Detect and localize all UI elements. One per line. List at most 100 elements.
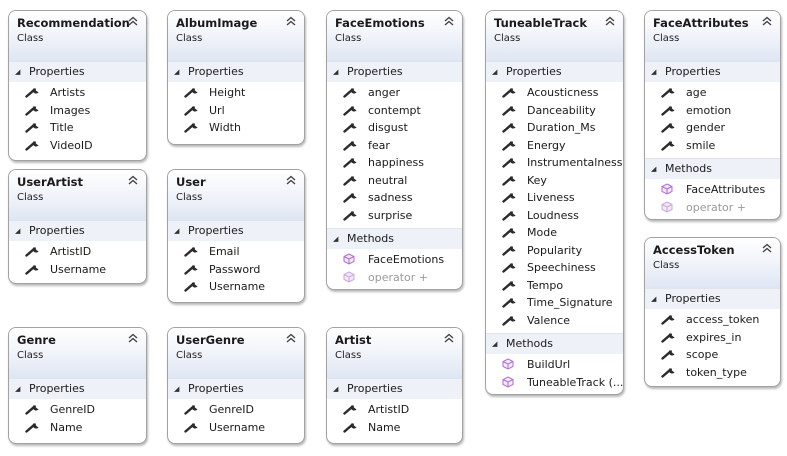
property-item[interactable]: Instrumentalness: [486, 154, 623, 172]
property-item[interactable]: Width: [168, 119, 304, 137]
properties-section-header[interactable]: ◢Properties: [645, 288, 780, 309]
methods-section-header[interactable]: ◢Methods: [327, 228, 462, 249]
property-item[interactable]: expires_in: [645, 329, 780, 347]
property-item[interactable]: neutral: [327, 172, 462, 190]
chevron-up-icon[interactable]: [761, 15, 773, 27]
property-item[interactable]: Name: [327, 419, 462, 437]
properties-section-header[interactable]: ◢Properties: [168, 220, 304, 241]
property-item[interactable]: token_type: [645, 364, 780, 382]
property-item[interactable]: Popularity: [486, 242, 623, 260]
property-item[interactable]: Artists: [9, 84, 146, 102]
properties-section-header[interactable]: ◢Properties: [327, 61, 462, 82]
property-item[interactable]: Height: [168, 84, 304, 102]
property-item[interactable]: Password: [168, 261, 304, 279]
property-item[interactable]: Title: [9, 119, 146, 137]
property-item[interactable]: scope: [645, 346, 780, 364]
triangle-down-icon[interactable]: ◢: [15, 227, 21, 235]
property-item[interactable]: smile: [645, 137, 780, 155]
chevron-up-icon[interactable]: [285, 332, 297, 344]
chevron-up-icon[interactable]: [285, 15, 297, 27]
chevron-up-icon[interactable]: [127, 174, 139, 186]
property-item[interactable]: GenreID: [9, 401, 146, 419]
property-item[interactable]: Danceability: [486, 102, 623, 120]
chevron-up-icon[interactable]: [127, 332, 139, 344]
triangle-down-icon[interactable]: ◢: [333, 385, 339, 393]
method-item[interactable]: FaceAttributes: [645, 181, 780, 199]
methods-section-header[interactable]: ◢Methods: [645, 158, 780, 179]
properties-section-header[interactable]: ◢Properties: [9, 378, 146, 399]
properties-section-header[interactable]: ◢Properties: [9, 220, 146, 241]
property-item[interactable]: Duration_Ms: [486, 119, 623, 137]
method-item[interactable]: operator +: [327, 269, 462, 287]
property-item[interactable]: Username: [168, 419, 304, 437]
triangle-down-icon[interactable]: ◢: [174, 385, 180, 393]
property-item[interactable]: Time_Signature: [486, 294, 623, 312]
method-item[interactable]: FaceEmotions: [327, 251, 462, 269]
properties-section-header[interactable]: ◢Properties: [168, 61, 304, 82]
chevron-up-icon[interactable]: [761, 242, 773, 254]
property-item[interactable]: GenreID: [168, 401, 304, 419]
triangle-down-icon[interactable]: ◢: [492, 68, 498, 76]
property-item[interactable]: surprise: [327, 207, 462, 225]
property-item[interactable]: Acousticness: [486, 84, 623, 102]
property-item[interactable]: age: [645, 84, 780, 102]
triangle-down-icon[interactable]: ◢: [651, 68, 657, 76]
properties-section-header[interactable]: ◢Properties: [645, 61, 780, 82]
triangle-down-icon[interactable]: ◢: [333, 235, 339, 243]
property-item[interactable]: Speechiness: [486, 259, 623, 277]
property-item[interactable]: emotion: [645, 102, 780, 120]
triangle-down-icon[interactable]: ◢: [174, 68, 180, 76]
property-item[interactable]: Username: [9, 261, 146, 279]
property-item[interactable]: Images: [9, 102, 146, 120]
property-item[interactable]: disgust: [327, 119, 462, 137]
property-item[interactable]: Energy: [486, 137, 623, 155]
triangle-down-icon[interactable]: ◢: [651, 295, 657, 303]
triangle-down-icon[interactable]: ◢: [651, 165, 657, 173]
chevron-up-icon[interactable]: [443, 15, 455, 27]
method-item[interactable]: operator +: [645, 199, 780, 217]
property-item[interactable]: gender: [645, 119, 780, 137]
property-item[interactable]: Valence: [486, 312, 623, 330]
triangle-down-icon[interactable]: ◢: [492, 340, 498, 348]
triangle-down-icon[interactable]: ◢: [333, 68, 339, 76]
chevron-up-icon[interactable]: [443, 332, 455, 344]
triangle-down-icon[interactable]: ◢: [15, 385, 21, 393]
property-item[interactable]: Name: [9, 419, 146, 437]
property-item[interactable]: ArtistID: [327, 401, 462, 419]
chevron-up-icon[interactable]: [285, 174, 297, 186]
property-item[interactable]: access_token: [645, 311, 780, 329]
property-item[interactable]: ArtistID: [9, 243, 146, 261]
property-item[interactable]: sadness: [327, 189, 462, 207]
chevron-up-icon[interactable]: [604, 15, 616, 27]
method-item[interactable]: BuildUrl: [486, 356, 623, 374]
triangle-down-icon[interactable]: ◢: [15, 68, 21, 76]
properties-section-header[interactable]: ◢Properties: [486, 61, 623, 82]
property-item[interactable]: Liveness: [486, 189, 623, 207]
property-item[interactable]: happiness: [327, 154, 462, 172]
property-item[interactable]: anger: [327, 84, 462, 102]
properties-section-header[interactable]: ◢Properties: [168, 378, 304, 399]
methods-section-header[interactable]: ◢Methods: [486, 333, 623, 354]
property-item[interactable]: fear: [327, 137, 462, 155]
properties-section-header[interactable]: ◢Properties: [9, 61, 146, 82]
property-item[interactable]: Key: [486, 172, 623, 190]
property-item[interactable]: Mode: [486, 224, 623, 242]
property-item[interactable]: Url: [168, 102, 304, 120]
method-item[interactable]: TuneableTrack (...: [486, 374, 623, 392]
property-item[interactable]: VideoID: [9, 137, 146, 155]
property-item[interactable]: Loudness: [486, 207, 623, 225]
chevron-up-icon[interactable]: [127, 15, 139, 27]
property-item[interactable]: Tempo: [486, 277, 623, 295]
triangle-down-icon[interactable]: ◢: [174, 227, 180, 235]
